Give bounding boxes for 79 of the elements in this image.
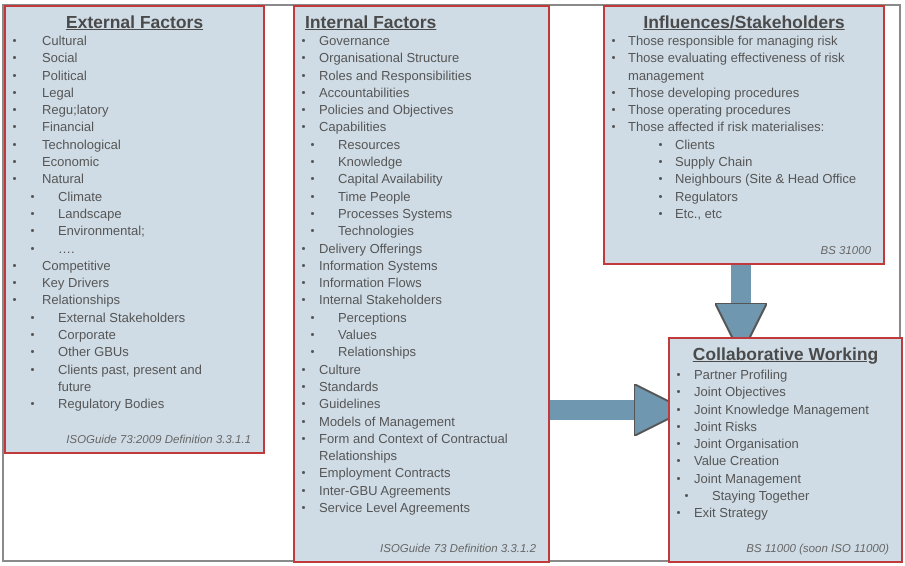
bullet-item: Technologies [311,222,414,240]
panel-heading: External Factors [66,12,204,32]
bullet-item: Governance [302,32,390,50]
bullet-item: Resources [311,136,400,154]
bullet-item: Exit Strategy [677,504,768,522]
bullet-item: Time People [311,188,410,205]
text-panel [668,337,903,563]
source-note: BS 31000 [820,245,871,257]
bullet-item: …. [31,240,75,257]
bullet-item: Etc., etc [659,204,722,222]
bullet-item: Culture [302,360,361,378]
bullet-item: Information Systems [302,256,438,274]
text-panel [4,5,265,454]
bullet-item: Neighbours (Site & Head Office [659,170,856,188]
bullet-item: Environmental; [31,222,145,240]
bullet-item: Inter-GBU Agreements [302,482,450,500]
bullet-item: Cultural [13,32,87,50]
bullet-item: Those responsible for managing risk [612,32,838,50]
bullet-item: Delivery Offerings [302,240,422,257]
bullet-item: Those developing procedures [612,84,800,102]
bullet-item: Staying Together [685,487,810,504]
bullet-item: Joint Risks [677,418,757,436]
bullet-item: Joint Management [677,470,801,488]
bullet-item: Regu;latory [13,101,108,118]
bullet-item: Corporate [31,326,116,344]
bullet-item: Information Flows [302,274,422,292]
bullet-item: Policies and Objectives [302,101,454,118]
bullet-item: Roles and Responsibilities [302,66,472,84]
bullet-item: Landscape [31,204,122,222]
bullet-item: Supply Chain [659,153,752,170]
bullet-item: Those affected if risk materialises: [612,118,824,136]
bullet-item: Capabilities [302,118,386,136]
bullet-item: Those operating procedures [612,101,791,118]
source-note: ISOGuide 73:2009 Definition 3.3.1.1 [66,434,251,446]
bullet-item: Form and Context of Contractual Relationships [302,430,544,464]
bullet-item: Accountabilities [302,84,410,102]
text-panel [603,5,885,265]
bullet-item: Employment Contracts [302,464,450,482]
bullet-item: Standards [302,378,378,396]
bullet-item: Service Level Agreements [302,499,470,516]
bullet-item: Financial [13,118,94,136]
bullet-item: Those evaluating effectiveness of risk management [612,49,873,84]
bullet-item: Knowledge [311,153,402,170]
bullet-item: Partner Profiling [677,366,788,384]
bullet-item: Political [13,66,87,84]
source-note: BS 11000 (soon ISO 11000) [746,543,889,555]
bullet-item: Competitive [13,256,111,274]
bullet-item: Joint Knowledge Management [677,400,869,418]
bullet-item: External Stakeholders [31,308,186,326]
bullet-item: Climate [31,188,102,205]
bullet-item: Relationships [13,291,120,309]
bullet-item: Regulatory Bodies [31,395,164,413]
bullet-item: Social [13,49,78,67]
panel-heading: Internal Factors [305,12,436,32]
bullet-item: Values [311,326,377,344]
bullet-item: Capital Availability [311,170,443,188]
bullet-item: Other GBUs [31,343,129,361]
bullet-item: Technological [13,136,121,154]
bullet-item: Organisational Structure [302,49,460,67]
bullet-item: Legal [13,84,74,102]
bullet-item: Internal Stakeholders [302,291,442,309]
bullet-item: Perceptions [311,308,407,326]
bullet-item: Clients past, present and future [31,360,207,396]
bullet-item: Key Drivers [13,274,110,292]
bullet-item: Clients [659,136,715,154]
bullet-item: Joint Organisation [677,435,799,452]
bullet-item: Natural [13,170,84,188]
bullet-item: Models of Management [302,412,455,430]
panel-heading: Collaborative Working [692,344,878,364]
bullet-item: Processes Systems [311,204,452,222]
bullet-item: Guidelines [302,395,380,413]
bullet-item: Value Creation [677,452,780,470]
text-panel [293,5,550,563]
source-note: ISOGuide 73 Definition 3.3.1.2 [380,543,536,555]
bullet-item: Relationships [311,343,416,361]
bullet-item: Joint Objectives [677,383,786,401]
bullet-item: Regulators [659,188,738,205]
bullet-item: Economic [13,153,100,170]
panel-heading: Influences/Stakeholders [643,12,845,32]
